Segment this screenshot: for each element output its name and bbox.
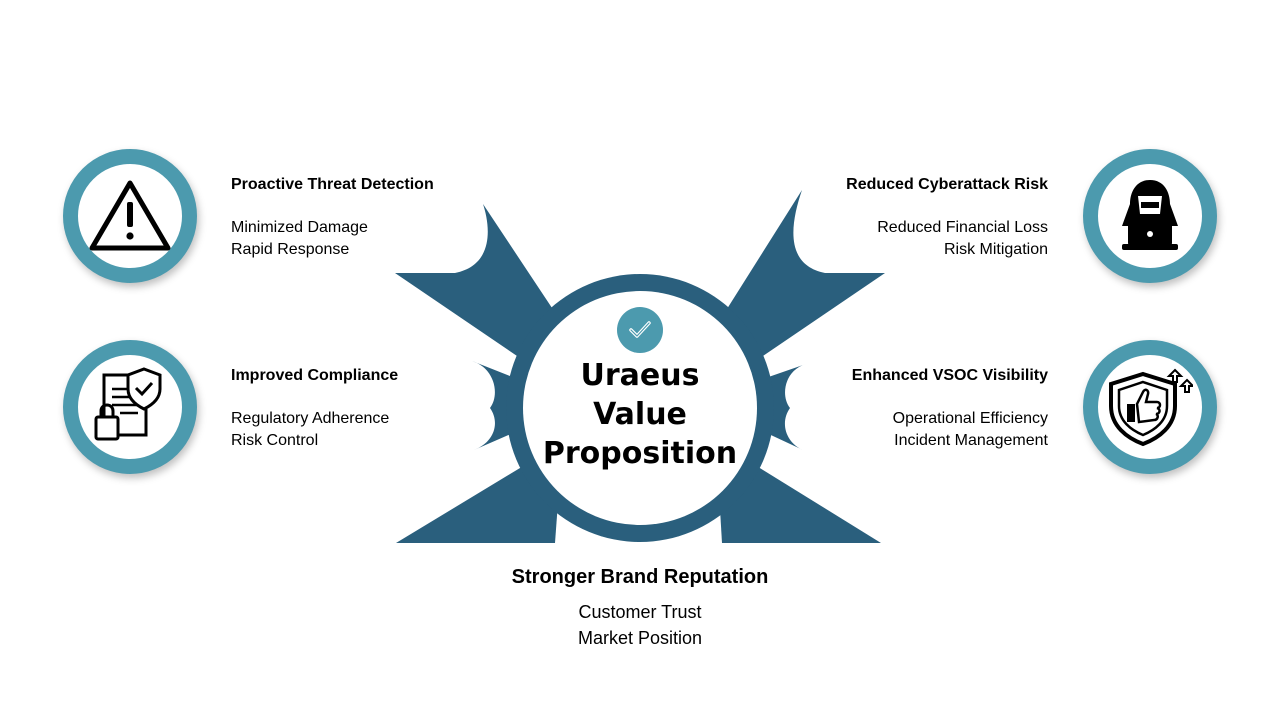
warning-icon <box>89 180 171 251</box>
bottom-line1: Customer Trust <box>578 602 702 622</box>
compliance-document-icon <box>94 367 162 441</box>
item-line2: Risk Control <box>231 432 319 449</box>
item-line2: Incident Management <box>894 432 1048 449</box>
visibility-ring <box>1083 340 1217 474</box>
bottom-line2: Market Position <box>577 628 703 648</box>
item-enhanced-vsoc-visibility: Enhanced VSOC Visibility Operational Eff… <box>788 367 1048 452</box>
item-proactive-threat-detection: Proactive Threat Detection Minimized Dam… <box>231 176 491 261</box>
item-title: Reduced Cyberattack Risk <box>846 176 1048 193</box>
arm-lower-left <box>396 465 560 543</box>
item-line1: Regulatory Adherence <box>231 410 390 427</box>
item-reduced-cyberattack-risk: Reduced Cyberattack Risk Reduced Financi… <box>788 176 1048 261</box>
item-line1: Reduced Financial Loss <box>877 219 1048 236</box>
warning-ring <box>63 149 197 283</box>
shield-thumbs-up-icon <box>1109 368 1193 447</box>
center-disc <box>523 291 757 525</box>
center-title-line3: Proposition <box>542 436 738 471</box>
bottom-title: Stronger Brand Reputation <box>511 566 769 588</box>
item-improved-compliance: Improved Compliance Regulatory Adherence… <box>231 367 491 452</box>
check-badge <box>617 307 663 353</box>
arm-upper-right <box>720 190 885 358</box>
hacker-ring <box>1083 149 1217 283</box>
item-line2: Risk Mitigation <box>943 241 1048 258</box>
hacker-icon <box>1122 180 1178 250</box>
item-title: Improved Compliance <box>231 367 399 384</box>
center-title-line2: Value <box>593 397 687 432</box>
item-title: Proactive Threat Detection <box>231 176 434 193</box>
compliance-ring <box>63 340 197 474</box>
item-line1: Operational Efficiency <box>892 410 1048 427</box>
item-title: Enhanced VSOC Visibility <box>851 367 1048 384</box>
center-title: Uraeus Value Proposition <box>540 356 740 473</box>
item-line2: Rapid Response <box>231 241 350 258</box>
check-icon <box>629 321 651 338</box>
arm-lower-right <box>718 465 881 543</box>
arm-upper-left <box>395 204 560 358</box>
center-title-line1: Uraeus <box>580 358 700 393</box>
item-stronger-brand-reputation: Stronger Brand Reputation Customer Trust… <box>440 566 840 651</box>
item-line1: Minimized Damage <box>231 219 368 236</box>
